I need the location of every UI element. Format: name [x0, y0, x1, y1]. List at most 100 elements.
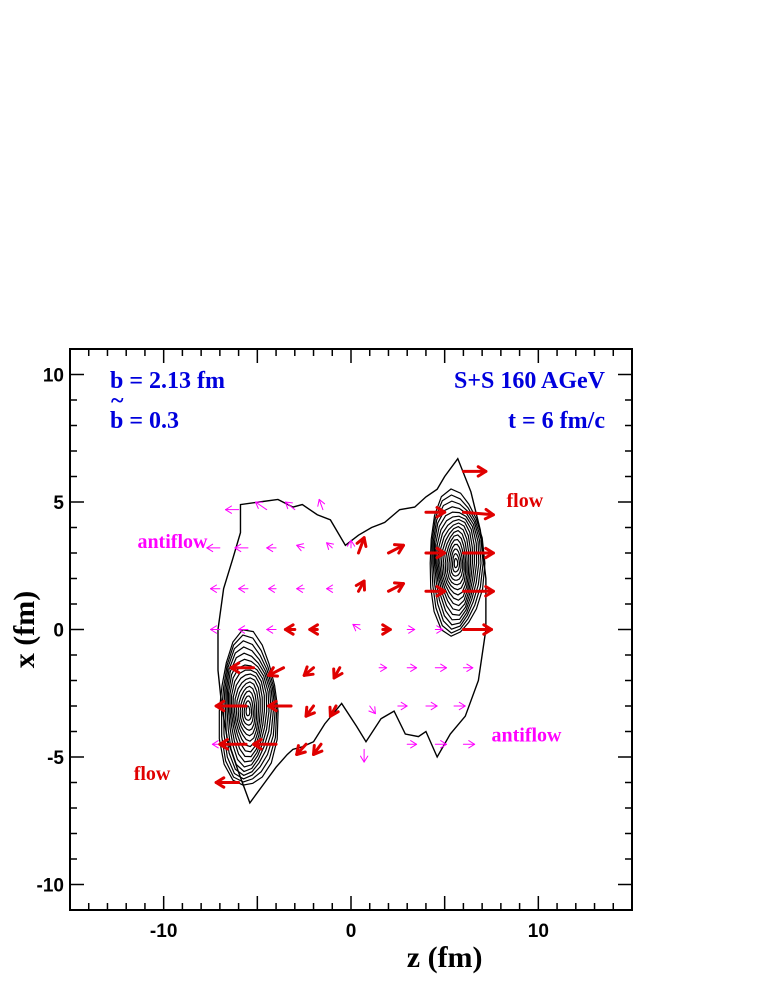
antiflow-arrow — [346, 539, 356, 549]
contour-level — [448, 543, 464, 581]
flow-arrow — [295, 742, 308, 756]
y-axis-title: x (fm) — [8, 591, 41, 668]
antiflow-arrow — [397, 701, 408, 711]
flow-arrow — [354, 579, 366, 593]
flow-arrow — [461, 546, 495, 560]
flow-arrow — [461, 465, 488, 478]
flow-arrow — [214, 699, 248, 713]
contour-level — [239, 690, 256, 731]
region-label: antiflow — [492, 725, 563, 747]
antiflow-arrow — [378, 663, 388, 672]
contour-level — [450, 548, 462, 577]
contour-level — [442, 529, 468, 596]
flow-arrow — [229, 661, 256, 674]
flow-arrow — [386, 581, 405, 593]
antiflow-arrow — [425, 701, 438, 711]
flow-arrow — [312, 742, 324, 756]
antiflow-arrow — [296, 543, 305, 552]
antiflow-arrow — [406, 663, 418, 672]
flow-arrow — [328, 704, 340, 718]
contour-level — [434, 511, 478, 621]
flow-arrow — [252, 738, 278, 751]
antiflow-arrow — [352, 623, 361, 632]
flow-arrow — [302, 665, 316, 677]
x-axis-title: z (fm) — [407, 941, 483, 974]
contour-level — [446, 538, 465, 586]
flow-labels: flow antiflow antiflow flow — [134, 490, 562, 785]
contour-level — [230, 669, 266, 758]
y-tick-label: 5 — [53, 493, 64, 514]
antiflow-arrow — [462, 740, 476, 749]
antiflow-arrow — [406, 740, 418, 749]
antiflow-arrow — [234, 543, 249, 553]
antiflow-arrow — [453, 701, 466, 711]
collision-system-label: S+S 160 AGeV — [454, 368, 606, 394]
antiflow-arrow — [326, 584, 334, 593]
flow-arrow — [267, 666, 286, 678]
reduced-impact-label: b = 0.3 — [110, 408, 179, 434]
flow-arrow — [355, 536, 368, 555]
contour-level — [429, 488, 486, 637]
contour-level — [229, 664, 268, 763]
antiflow-arrow — [406, 625, 416, 634]
contour-layer — [217, 457, 487, 805]
antiflow-arrow — [238, 625, 249, 634]
flow-arrow — [308, 623, 319, 636]
contour-level — [245, 705, 251, 717]
contour-level — [431, 494, 484, 634]
antiflow-arrow — [360, 748, 369, 763]
antiflow-arrow — [268, 584, 277, 593]
antiflow-arrow — [266, 543, 277, 553]
contour-level — [437, 518, 474, 612]
region-label: flow — [134, 763, 171, 785]
x-tick-label: -10 — [150, 921, 177, 942]
flow-arrow — [283, 623, 297, 636]
flow-arrow — [424, 506, 447, 519]
region-label: antiflow — [137, 531, 208, 553]
flow-arrow — [386, 543, 405, 555]
antiflow-arrow — [296, 584, 305, 593]
y-tick-label: 0 — [53, 621, 64, 642]
y-tick-label: -5 — [47, 748, 64, 769]
region-label: flow — [506, 490, 543, 512]
flow-arrow — [218, 738, 248, 751]
contour-level — [453, 557, 459, 569]
antiflow-arrow — [266, 625, 277, 634]
antiflow-arrow — [206, 543, 221, 553]
flow-arrow — [304, 704, 316, 718]
antiflow-arrow — [326, 542, 334, 550]
contour-level — [432, 500, 482, 630]
flow-arrow — [381, 623, 392, 636]
flow-arrow — [267, 699, 293, 713]
contour-level — [440, 525, 470, 601]
x-tick-label: 10 — [528, 921, 549, 942]
flow-arrow — [461, 507, 495, 521]
contour-level — [226, 652, 272, 773]
antiflow-arrow — [254, 501, 268, 511]
antiflow-arrow — [368, 705, 376, 715]
contour-level — [228, 658, 270, 768]
antiflow-arrow — [210, 625, 221, 634]
antiflow-arrow — [434, 740, 448, 749]
antiflow-arrow — [210, 584, 221, 593]
contour-level — [444, 534, 467, 591]
impact-parameter-label: b = 2.13 fm — [110, 368, 225, 394]
y-tick-label: -10 — [37, 876, 64, 897]
contour-level — [224, 646, 274, 777]
tilde-mark: ~ — [111, 388, 124, 414]
flow-arrow — [214, 776, 241, 789]
flow-arrow — [424, 585, 447, 598]
flow-arrow — [424, 546, 447, 560]
antiflow-arrow — [224, 505, 240, 514]
time-label: t = 6 fm/c — [508, 408, 605, 434]
contour-level — [243, 700, 253, 721]
contour-level — [439, 522, 472, 607]
antiflow-arrow — [317, 498, 326, 511]
contour-level — [218, 629, 279, 786]
y-tick-label: 10 — [43, 366, 64, 387]
plot-area — [206, 457, 495, 805]
antiflow-arrow — [434, 663, 448, 672]
contour-outer — [217, 457, 487, 805]
